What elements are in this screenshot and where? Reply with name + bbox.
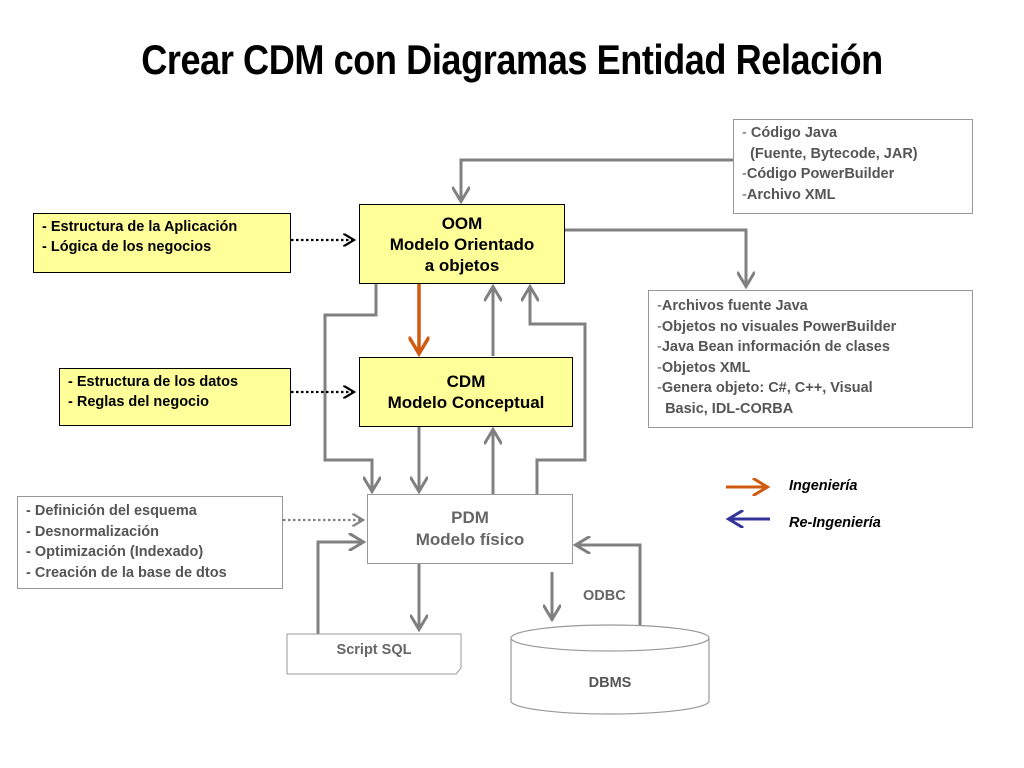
- arrow-oom-to-pdm-left: [323, 284, 376, 490]
- note-line: - Reglas del negocio: [68, 394, 209, 410]
- application-note: - Estructura de la Aplicación - Lógica d…: [33, 213, 291, 273]
- oom-subtitle-1: Modelo Orientado: [389, 234, 535, 254]
- oom-subtitle-2: a objetos: [424, 255, 500, 275]
- oom-box: OOM Modelo Orientado a objetos: [359, 204, 565, 284]
- note-line: Basic, IDL-CORBA: [665, 400, 794, 417]
- arrow-oom-to-output: [565, 228, 746, 285]
- note-line: - Desnormalización: [26, 523, 159, 540]
- dbms-cylinder: [510, 624, 710, 715]
- data-note: - Estructura de los datos - Reglas del n…: [59, 368, 291, 426]
- note-line: -Objetos no visuales PowerBuilder: [657, 318, 897, 335]
- note-line: - Lógica de los negocios: [42, 239, 212, 255]
- generated-output-note: -Archivos fuente Java -Objetos no visual…: [648, 290, 973, 428]
- oom-title: OOM: [441, 213, 483, 233]
- note-line: - Estructura de los datos: [68, 374, 239, 390]
- note-line: - Código Java: [742, 125, 838, 141]
- arrow-code-to-oom: [461, 158, 733, 200]
- arrow-pdm-to-oom: [530, 288, 587, 494]
- pdm-box: PDM Modelo físico: [367, 494, 573, 564]
- note-line: -Archivos fuente Java: [657, 298, 808, 314]
- note-line: - Creación de la base de dtos: [26, 564, 227, 581]
- note-line: - Estructura de la Aplicación: [42, 219, 238, 235]
- arrow-script-to-pdm: [316, 542, 362, 635]
- pdm-subtitle: Modelo físico: [415, 530, 525, 549]
- script-sql-label: Script SQL: [336, 642, 412, 658]
- note-line: - Optimización (Indexado): [26, 544, 204, 560]
- note-line: -Archivo XML: [742, 186, 836, 203]
- note-line: -Genera objeto: C#, C++, Visual: [657, 380, 873, 396]
- note-line: - Definición del esquema: [26, 503, 197, 519]
- schema-note: - Definición del esquema - Desnormalizac…: [17, 496, 283, 589]
- note-line: -Objetos XML: [657, 359, 751, 376]
- note-line: -Java Bean información de clases: [657, 339, 890, 355]
- legend-reengineering-label: Re-Ingeniería: [789, 515, 881, 531]
- legend-engineering-label: Ingeniería: [789, 478, 858, 494]
- page-title: Crear CDM con Diagramas Entidad Relación: [141, 36, 883, 83]
- odbc-label: ODBC: [583, 588, 626, 604]
- note-line: (Fuente, Bytecode, JAR): [750, 145, 918, 162]
- cdm-title: CDM: [446, 372, 486, 391]
- source-code-note: - Código Java (Fuente, Bytecode, JAR) -C…: [733, 119, 973, 214]
- cdm-box: CDM Modelo Conceptual: [359, 357, 573, 427]
- script-sql-shape: [286, 633, 462, 675]
- cdm-subtitle: Modelo Conceptual: [387, 393, 545, 412]
- note-line: -Código PowerBuilder: [742, 166, 895, 182]
- arrow-dbms-to-pdm: [577, 545, 642, 635]
- pdm-title: PDM: [451, 508, 489, 527]
- dbms-label: DBMS: [588, 675, 632, 691]
